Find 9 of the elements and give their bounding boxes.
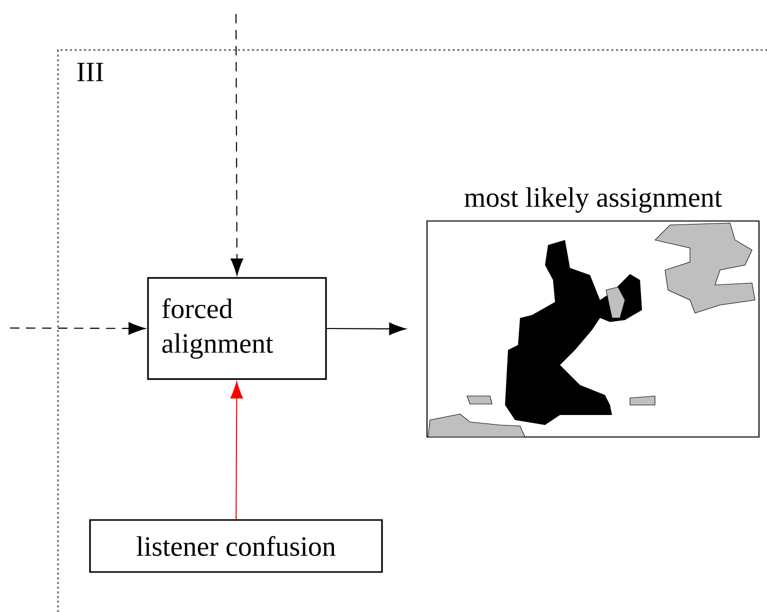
- process-box: listener confusion: [89, 519, 383, 573]
- arrow: [230, 382, 243, 520]
- process-box: forced alignment: [147, 277, 327, 380]
- node-label: most likely assignment: [464, 187, 722, 213]
- arrow: [10, 322, 146, 335]
- arrow: [326, 322, 406, 336]
- arrow: [230, 14, 244, 276]
- region-label: III: [77, 62, 104, 82]
- assignment-map-drawing: most likely assignment: [426, 187, 760, 438]
